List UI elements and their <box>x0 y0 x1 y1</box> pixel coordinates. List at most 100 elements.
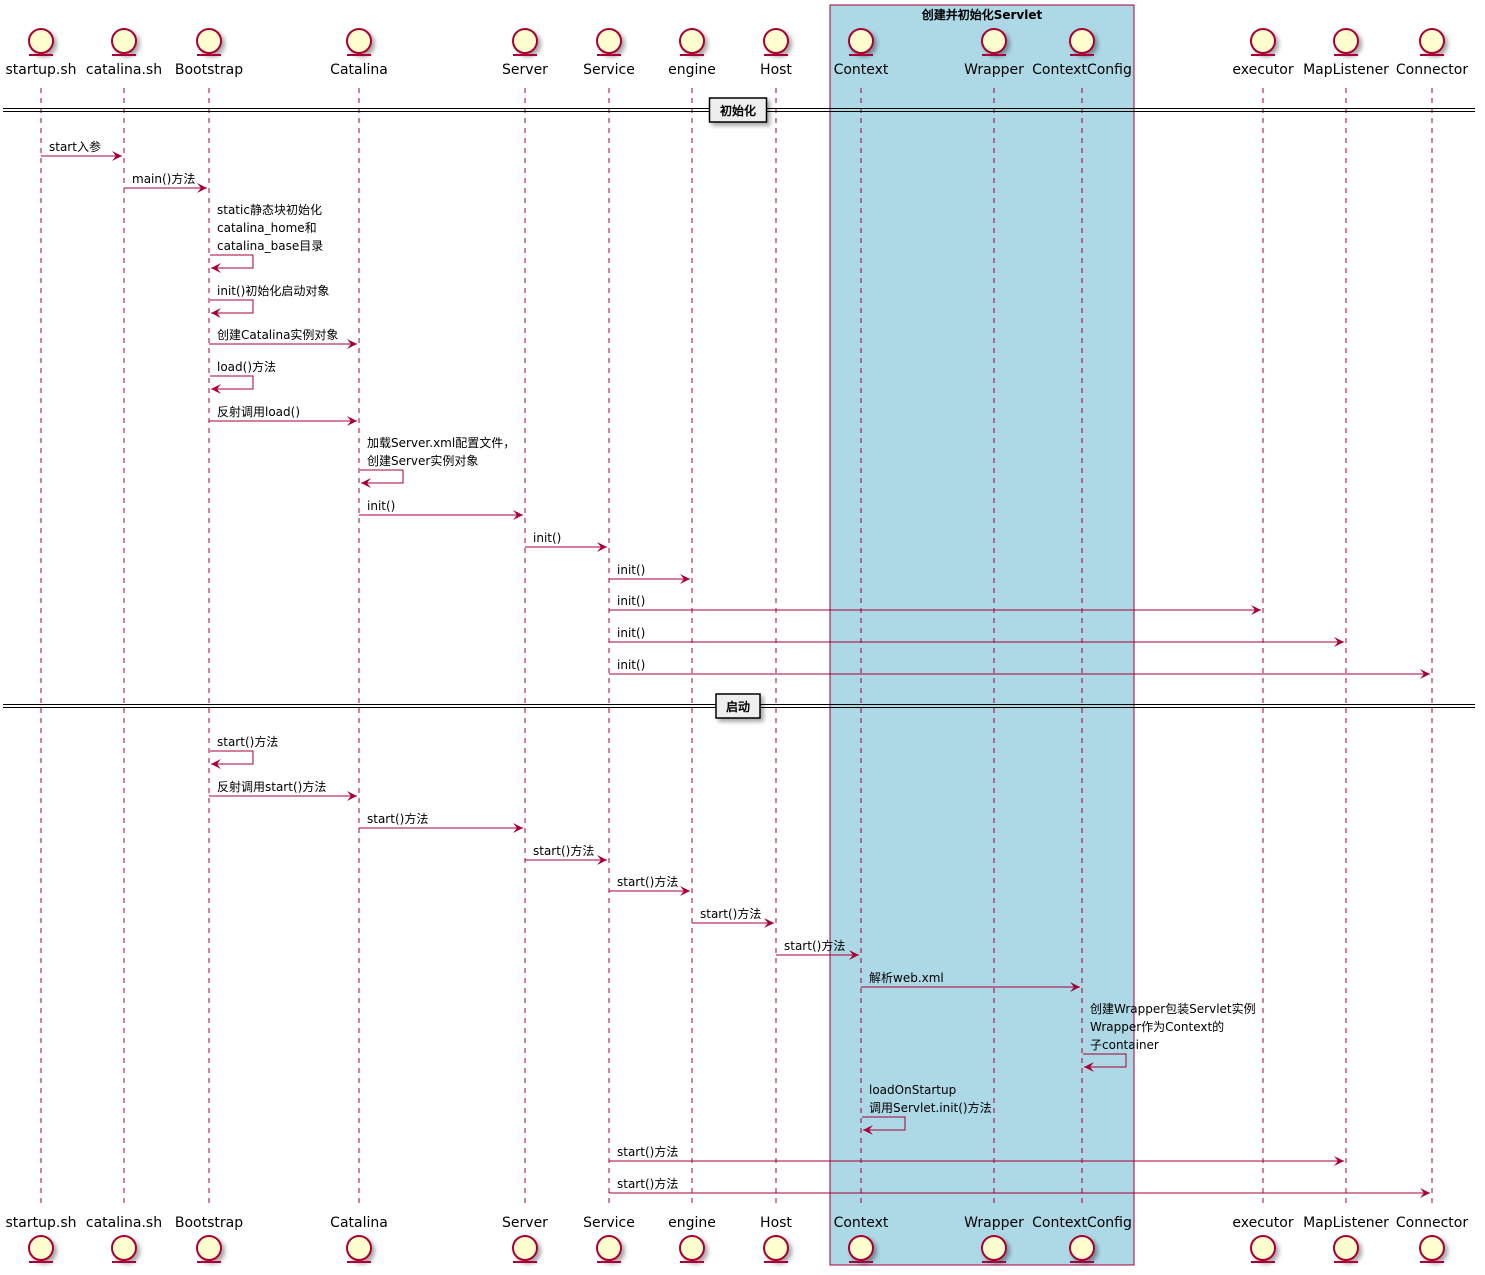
divider-label: 启动 <box>726 699 750 714</box>
message: start()方法 <box>210 734 278 769</box>
participant-name: ContextConfig <box>1032 62 1132 78</box>
self-message-arrow <box>862 1116 906 1135</box>
participant-name: startup.sh <box>6 62 77 78</box>
entity-icon <box>1250 1235 1276 1263</box>
message: init() <box>359 499 523 520</box>
message-label: init() <box>617 563 645 577</box>
participant-name: Bootstrap <box>175 62 243 78</box>
message: init() <box>609 594 1261 615</box>
message-label: 创建Server实例对象 <box>367 453 478 468</box>
participant-wrapper: Wrapper <box>964 1215 1024 1263</box>
message-label: 子container <box>1090 1038 1159 1052</box>
participant-engine: engine <box>668 1215 716 1263</box>
participant-catalina: Catalina <box>330 1215 388 1263</box>
message: init()初始化启动对象 <box>210 284 329 318</box>
entity-icon <box>1250 28 1276 56</box>
entity-icon <box>679 28 705 56</box>
message: init() <box>609 658 1430 679</box>
participant-name: Bootstrap <box>175 1215 243 1231</box>
entity-icon <box>1419 1235 1445 1263</box>
entity-icon <box>763 28 789 56</box>
participant-service: Service <box>583 1215 635 1263</box>
entity-icon <box>111 28 137 56</box>
entity-icon <box>981 28 1007 56</box>
message-label: load()方法 <box>217 359 276 374</box>
participant-service: Service <box>583 28 635 78</box>
participant-name: Server <box>502 1215 548 1231</box>
self-message-arrow <box>210 375 254 394</box>
message-label: static静态块初始化 <box>217 203 322 217</box>
message-label: start()方法 <box>367 811 428 826</box>
entity-icon <box>196 1235 222 1263</box>
message-label: init() <box>617 594 645 608</box>
entity-icon <box>679 1235 705 1263</box>
self-message-arrow <box>360 469 404 488</box>
message-label: 反射调用load() <box>217 404 300 419</box>
participant-maplistener: MapListener <box>1303 28 1389 78</box>
message-label: start()方法 <box>700 906 761 921</box>
participant-name: Service <box>583 62 635 78</box>
participant-maplistener: MapListener <box>1303 1215 1389 1263</box>
participant-name: executor <box>1232 62 1293 78</box>
participant-name: MapListener <box>1303 62 1389 78</box>
message-label: catalina_base目录 <box>217 239 323 253</box>
participant-name: catalina.sh <box>86 62 162 78</box>
message-label: start()方法 <box>533 843 594 858</box>
entity-icon <box>1069 28 1095 56</box>
message-label: init() <box>617 626 645 640</box>
participant-connector: Connector <box>1396 1215 1468 1263</box>
participant-group-box: 创建并初始化Servlet <box>829 4 1135 1266</box>
participant-name: Host <box>760 1215 792 1231</box>
entity-icon <box>28 28 54 56</box>
participant-name: Connector <box>1396 62 1468 78</box>
message-label: Wrapper作为Context的 <box>1090 1019 1224 1034</box>
message-label: 创建Catalina实例对象 <box>217 327 338 342</box>
message-label: init() <box>533 531 561 545</box>
entity-icon <box>512 28 538 56</box>
lifelines <box>40 88 1433 1206</box>
entity-icon <box>848 28 874 56</box>
message-label: start入参 <box>49 139 101 154</box>
participant-startup: startup.sh <box>6 28 77 78</box>
entity-icon <box>1069 1235 1095 1263</box>
message: main()方法 <box>124 171 207 193</box>
message-label: 加载Server.xml配置文件， <box>367 435 515 450</box>
message-label: start()方法 <box>617 1176 678 1191</box>
entity-icon <box>848 1235 874 1263</box>
messages: start入参main()方法static静态块初始化catalina_home… <box>41 139 1430 1198</box>
entity-icon <box>1419 28 1445 56</box>
participant-name: Server <box>502 62 548 78</box>
participant-ctxconfig: ContextConfig <box>1032 28 1132 78</box>
participant-name: ContextConfig <box>1032 1215 1132 1231</box>
entity-icon <box>346 28 372 56</box>
self-message-arrow <box>210 299 254 318</box>
message-label: start()方法 <box>784 938 845 953</box>
message-label: init() <box>617 658 645 672</box>
participant-catalinash: catalina.sh <box>86 28 162 78</box>
participant-bootstrap: Bootstrap <box>175 28 243 78</box>
participant-catalinash: catalina.sh <box>86 1215 162 1263</box>
message-label: init() <box>367 499 395 513</box>
dividers: 初始化启动 <box>3 97 1475 719</box>
participant-name: Context <box>834 1215 889 1231</box>
self-message-arrow <box>210 254 254 273</box>
participant-server: Server <box>502 1215 548 1263</box>
participant-name: engine <box>668 1215 716 1231</box>
participant-name: Connector <box>1396 1215 1468 1231</box>
participant-startup: startup.sh <box>6 1215 76 1263</box>
message: 加载Server.xml配置文件， 创建Server实例对象 <box>360 435 515 488</box>
participant-context: Context <box>834 1215 889 1263</box>
message: start()方法 <box>776 938 859 960</box>
participant-name: Host <box>760 62 792 78</box>
message: start入参 <box>41 139 122 161</box>
self-message-arrow <box>210 750 254 769</box>
participant-engine: engine <box>668 28 716 78</box>
message-label: 创建Wrapper包装Servlet实例 <box>1090 1001 1256 1016</box>
participant-host: Host <box>760 1215 792 1263</box>
message-label: 调用Servlet.init()方法 <box>869 1100 992 1115</box>
message-label: main()方法 <box>132 171 195 186</box>
participant-wrapper: Wrapper <box>964 28 1024 78</box>
entity-icon <box>28 1235 54 1263</box>
